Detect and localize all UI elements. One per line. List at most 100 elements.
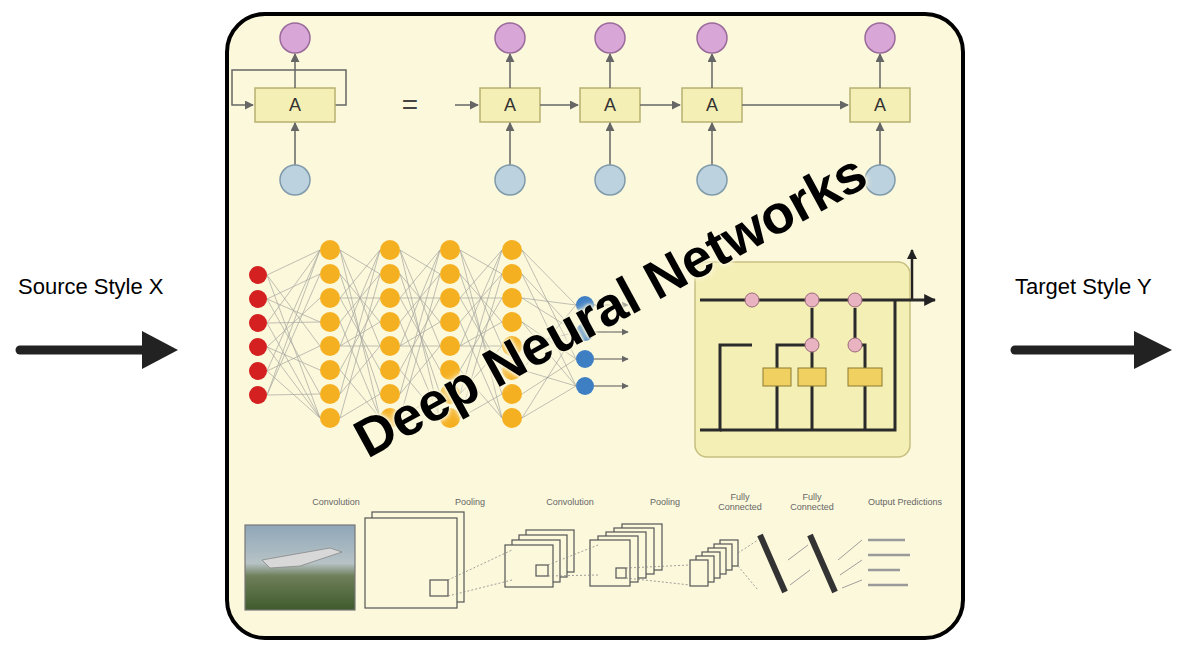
neuron (249, 362, 267, 380)
layer-label: Pooling (455, 497, 485, 507)
projection (548, 545, 598, 576)
input-layer (249, 266, 267, 404)
rnn-link (455, 104, 478, 106)
pointwise-op (848, 338, 862, 352)
fc-layers (760, 535, 835, 592)
input-circle (595, 165, 625, 195)
neuron (502, 288, 522, 308)
rnn-cell (850, 88, 910, 122)
photo-plane (262, 548, 342, 568)
box-ground (227, 14, 963, 638)
rnn-link (609, 54, 611, 88)
pointwise-op (745, 293, 759, 307)
kernel (536, 565, 548, 576)
neuron (380, 360, 400, 380)
weight-lines (340, 250, 380, 418)
neuron (320, 240, 340, 260)
fc-link (788, 540, 862, 588)
layer-label: Convolution (312, 497, 360, 507)
neuron (320, 360, 340, 380)
output-circle (495, 23, 525, 53)
arrow-head (142, 331, 178, 369)
feature-map (590, 540, 630, 586)
pointwise-op (805, 338, 819, 352)
gate-layers (763, 368, 882, 386)
lstm-wire (777, 345, 805, 368)
feature-map (505, 545, 553, 587)
projection (738, 540, 758, 590)
output-link (594, 358, 628, 359)
output-circle (697, 23, 727, 53)
rnn-link (711, 54, 713, 88)
layer-label: Fully Connected (713, 492, 767, 513)
lstm-wire (862, 345, 865, 368)
lstm-wire (700, 345, 752, 430)
prediction-bar (868, 584, 908, 587)
prediction-bar (868, 569, 900, 572)
feature-map (365, 518, 457, 608)
style-label: Source Style X (18, 274, 164, 299)
gate-box (848, 368, 882, 386)
fc-links (788, 540, 862, 588)
pointwise-op (848, 293, 862, 307)
cell-label: A (874, 95, 886, 116)
rnn-link (609, 123, 611, 165)
rnn-link (540, 104, 578, 106)
prediction-bar (868, 539, 905, 542)
hidden-out (911, 250, 914, 300)
neuron (440, 240, 460, 260)
rnn-cell (255, 88, 335, 122)
neuron (502, 264, 522, 284)
prediction-list (868, 540, 910, 585)
fc-layer (760, 535, 785, 592)
neuron (320, 336, 340, 356)
rnn-cell (480, 88, 540, 122)
neuron (249, 314, 267, 332)
rnn-link (294, 54, 296, 88)
cell-label: A (706, 95, 718, 116)
output-arrow (1015, 331, 1172, 369)
cell-label: A (289, 95, 301, 116)
neuron (320, 312, 340, 332)
prediction-bar (868, 554, 910, 557)
neuron (320, 288, 340, 308)
input-arrow (20, 331, 178, 369)
neuron (576, 377, 594, 395)
layer-label: Convolution (546, 497, 594, 507)
lstm-wire (776, 386, 779, 430)
projection-lines (448, 540, 758, 596)
rnn-link (711, 123, 713, 165)
neuron (502, 408, 522, 428)
lstm-wire (854, 308, 857, 338)
input-circle (495, 165, 525, 195)
network-box: Deep Neural Networks (225, 12, 965, 640)
output-circle (595, 23, 625, 53)
rnn-cell (580, 88, 640, 122)
neuron (440, 288, 460, 308)
projection (626, 565, 690, 585)
input-photo (245, 525, 355, 610)
input-circle (697, 165, 727, 195)
neuron (502, 240, 522, 260)
rnn-cell (682, 88, 742, 122)
neuron (249, 338, 267, 356)
layer-label: Pooling (650, 497, 680, 507)
neuron (380, 312, 400, 332)
input-circle (280, 165, 310, 195)
layer-label: Output Predictions (868, 497, 942, 507)
rnn-link (640, 104, 680, 106)
arrow-shaft (20, 346, 150, 355)
lstm-wire (864, 386, 867, 430)
neuron (440, 312, 460, 332)
output-circle (280, 23, 310, 53)
lstm-wire (720, 429, 880, 432)
rnn-link (294, 123, 296, 165)
output-link (594, 385, 628, 386)
pointwise-op (805, 293, 819, 307)
neuron (249, 386, 267, 404)
cnn-figure (245, 512, 910, 610)
neuron (249, 266, 267, 284)
equals-sign: = (402, 89, 418, 121)
arrow-shaft (1015, 346, 1140, 355)
